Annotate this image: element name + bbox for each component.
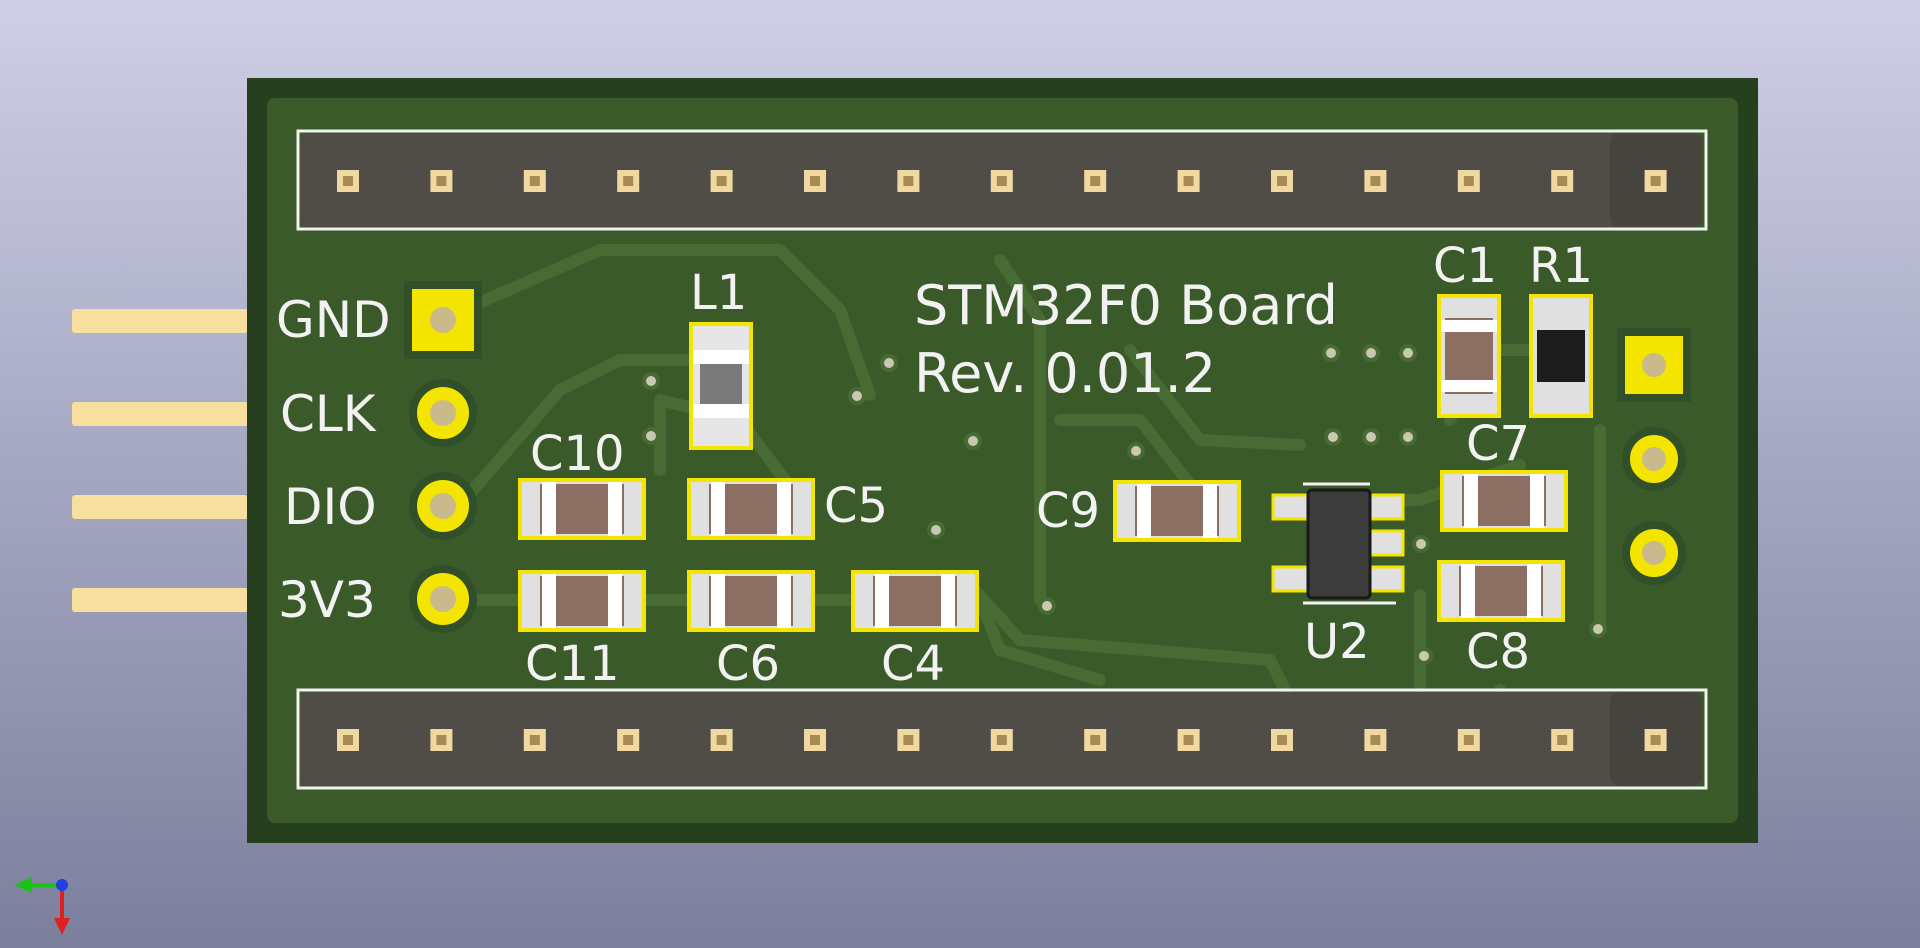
header-pin-dio bbox=[72, 495, 248, 519]
copper-pour bbox=[267, 98, 1738, 823]
header-pin-gnd bbox=[72, 309, 248, 333]
horizontal-capacitors bbox=[518, 470, 1568, 632]
ref-r1: R1 bbox=[1529, 238, 1593, 294]
ref-c8: C8 bbox=[1466, 624, 1530, 680]
ref-c11: C11 bbox=[525, 636, 620, 692]
top-pin-header bbox=[296, 129, 1708, 231]
top-header-silk-outline bbox=[296, 129, 1708, 231]
right-pads bbox=[1617, 328, 1691, 585]
ref-c10: C10 bbox=[530, 426, 625, 482]
ref-c6: C6 bbox=[716, 636, 780, 692]
bottom-header-silk-outline bbox=[296, 688, 1708, 790]
ref-u2: U2 bbox=[1304, 614, 1370, 670]
ref-c7: C7 bbox=[1466, 416, 1530, 472]
header-pin-clk bbox=[72, 402, 248, 426]
ref-c1: C1 bbox=[1433, 238, 1497, 294]
c1-capacitor bbox=[1437, 294, 1501, 418]
ref-l1: L1 bbox=[690, 265, 747, 321]
ref-c5: C5 bbox=[824, 478, 888, 534]
board-revision: Rev. 0.01.2 bbox=[914, 342, 1216, 405]
programming-pads bbox=[404, 281, 482, 633]
board-title: STM32F0 Board bbox=[914, 274, 1338, 337]
programming-header-pins bbox=[72, 309, 248, 612]
ref-c4: C4 bbox=[881, 636, 945, 692]
u2-ic bbox=[1271, 482, 1405, 605]
silkscreen-labels: GND CLK DIO 3V3 STM32F0 Board Rev. 0.01.… bbox=[276, 238, 1593, 692]
pin-label-clk: CLK bbox=[280, 385, 377, 443]
r1-resistor bbox=[1529, 294, 1593, 418]
ref-c9: C9 bbox=[1036, 483, 1100, 539]
l1-inductor bbox=[689, 322, 753, 450]
pin-label-dio: DIO bbox=[284, 478, 377, 536]
bottom-pin-header bbox=[296, 688, 1708, 790]
vias bbox=[642, 344, 1607, 665]
pin-label-3v3: 3V3 bbox=[278, 571, 376, 629]
axis-gizmo bbox=[14, 877, 70, 935]
pin-label-gnd: GND bbox=[276, 291, 391, 349]
header-pin-3v3 bbox=[72, 588, 248, 612]
